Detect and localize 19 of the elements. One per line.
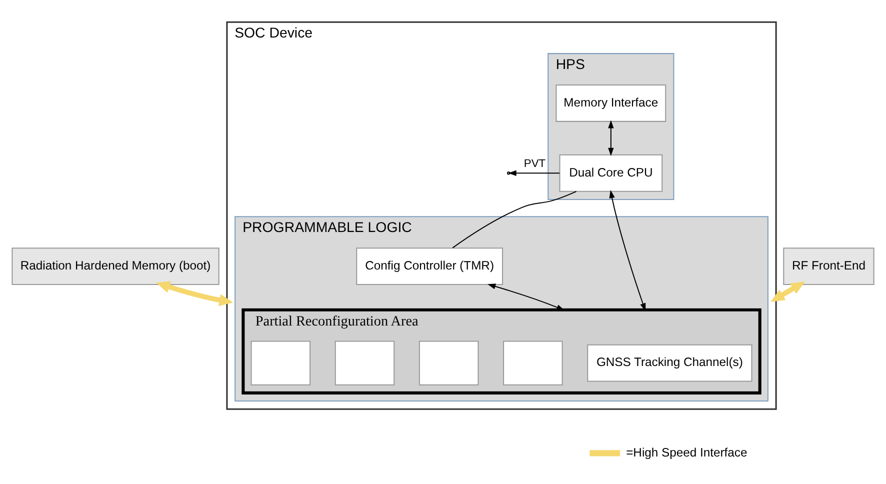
- arrow: [608, 120, 614, 156]
- node-box: RF Front-End: [783, 247, 874, 285]
- connector: [452, 190, 577, 248]
- node-box: Config Controller (TMR): [356, 247, 504, 285]
- node-box: Dual Core CPU: [559, 154, 663, 192]
- node-box: [503, 340, 563, 385]
- node-box: [334, 340, 395, 385]
- arrow: [508, 170, 560, 176]
- legend-label: =High Speed Interface: [626, 444, 748, 459]
- arrow: [487, 283, 565, 310]
- node-box: Memory Interface: [556, 84, 666, 122]
- arrow: [609, 189, 646, 311]
- node-box: [418, 340, 479, 385]
- arrow: [156, 280, 234, 306]
- node-box: GNSS Tracking Channel(s): [587, 344, 752, 382]
- node-box: Radiation Hardened Memory (boot): [12, 247, 220, 285]
- arrow: [770, 280, 805, 302]
- node-box: [250, 340, 311, 385]
- edge-label: PVT: [524, 157, 546, 170]
